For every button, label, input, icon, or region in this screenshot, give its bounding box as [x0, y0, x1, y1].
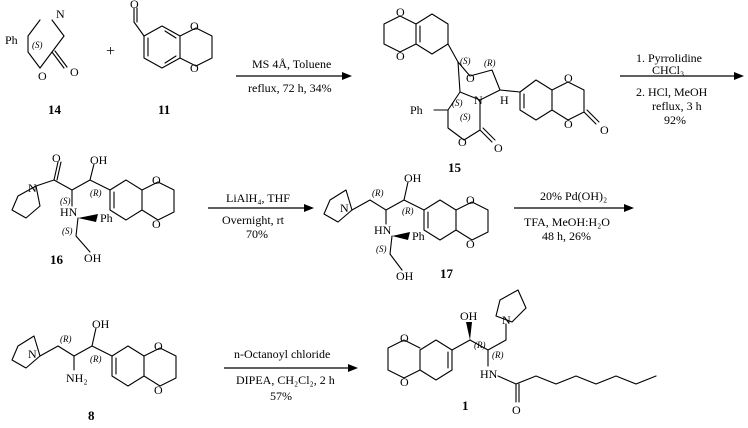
atom-HN-16: HN — [60, 205, 78, 219]
condition-step1b: reflux, 72 h, 34% — [248, 81, 332, 95]
stereo-R-8b: (R) — [90, 354, 102, 364]
stereo-S-16b: (S) — [62, 226, 73, 236]
atom-N: N — [56, 7, 65, 21]
reaction-arrow-4: 20% Pd(OH)₂ TFA, MeOH:H₂O 48 h, 26% — [514, 189, 634, 243]
atom-O-top-1: O — [396, 5, 405, 19]
atom-NH2-8: NH₂ — [66, 371, 88, 385]
condition-step5b: DIPEA, CH₂Cl₂, 2 h — [236, 373, 335, 387]
stereo-R-16: (R) — [90, 188, 102, 198]
atom-O-1-d2: O — [400, 375, 409, 389]
stereo-S-17: (S) — [376, 244, 387, 254]
stereo-S-15a: (S) — [460, 56, 471, 66]
atom-N-16: N — [28, 181, 37, 195]
condition-step5c: 57% — [270, 389, 292, 403]
atom-H-15: H — [500, 93, 509, 107]
atom-Ph: Ph — [5, 33, 18, 47]
atom-O: O — [38, 69, 47, 83]
condition-step2e: 92% — [664, 113, 686, 127]
compound-label-17: 17 — [440, 266, 454, 281]
atom-OH-16b: OH — [84, 251, 102, 265]
atom-O-oxazolidine: O — [466, 71, 475, 85]
stereo-R-1a: (R) — [474, 340, 486, 350]
compound-label-11: 11 — [158, 102, 170, 117]
atom-OH-1: OH — [460, 309, 478, 323]
atom-Ph-16: Ph — [100, 211, 113, 225]
compound-label-1: 1 — [462, 398, 469, 413]
stereo-S-15c: (S) — [460, 112, 471, 122]
atom-HN-17: HN — [374, 223, 392, 237]
compound-label-15: 15 — [448, 160, 462, 175]
atom-O-1-d1: O — [400, 331, 409, 345]
reaction-arrow-5: n-Octanoyl chloride DIPEA, CH₂Cl₂, 2 h 5… — [224, 347, 358, 403]
atom-N-15: N — [474, 93, 483, 107]
atom-Ph-17: Ph — [412, 229, 425, 243]
condition-step4c: 48 h, 26% — [542, 229, 591, 243]
atom-O-dioxane-1: O — [190, 19, 199, 33]
atom-O-right-2: O — [564, 117, 573, 131]
compound-1: O O OH N HN O (R) (R) 1 — [387, 289, 657, 417]
atom-OH-17b: OH — [396, 269, 414, 283]
atom-N-8: N — [28, 347, 37, 361]
reaction-arrow-3: LiAlH₄, THF Overnight, rt 70% — [208, 191, 314, 241]
atom-HN-1: HN — [480, 367, 498, 381]
stereo-S-16a: (S) — [60, 196, 71, 206]
compound-8: N OH NH₂ O O (R) (R) 8 — [11, 317, 177, 423]
atom-O-lactone-carbonyl: O — [494, 141, 503, 155]
compound-17: N OH HN Ph OH O O (R) (R) (S) 17 — [323, 171, 489, 283]
atom-N-1-pyrrolidine: N — [502, 313, 511, 327]
condition-step1: MS 4Å, Toluene — [252, 57, 331, 71]
condition-step4a: 20% Pd(OH)₂ — [540, 189, 607, 203]
stereo-S-15b: (S) — [452, 98, 463, 108]
atom-O-17-d1: O — [466, 193, 475, 207]
atom-O-8-d2: O — [154, 383, 163, 397]
atom-O-carbonyl: O — [70, 65, 79, 79]
condition-step3b: Overnight, rt — [222, 213, 285, 227]
reaction-arrow-2: 1. Pyrrolidine CHCl₃ 2. HCl, MeOH reflux… — [620, 51, 744, 127]
stereo-R-15: (R) — [484, 58, 496, 68]
atom-O-lactone: O — [458, 135, 467, 149]
stereo-R-17a: (R) — [372, 188, 384, 198]
atom-O-16: O — [52, 151, 61, 165]
stereo-S: (S) — [32, 40, 43, 50]
compound-14: N O O Ph (S) 14 — [5, 7, 79, 117]
condition-step2b: CHCl₃ — [652, 63, 684, 77]
condition-step3a: LiAlH₄, THF — [226, 191, 290, 205]
atom-O-16-d1: O — [152, 173, 161, 187]
atom-OH-8: OH — [92, 317, 110, 331]
compound-11: O O O 11 — [130, 0, 213, 117]
condition-step3c: 70% — [246, 227, 268, 241]
compound-16: N O OH HN Ph OH O O (S) (R) (S) 16 — [11, 151, 175, 267]
condition-step5a: n-Octanoyl chloride — [234, 347, 330, 361]
stereo-R-1b: (R) — [492, 350, 504, 360]
compound-label-14: 14 — [48, 102, 62, 117]
condition-step2c: 2. HCl, MeOH — [636, 85, 708, 99]
condition-step4b: TFA, MeOH:H₂O — [524, 215, 610, 229]
stereo-R-8a: (R) — [60, 334, 72, 344]
atom-O-aldehyde: O — [130, 0, 139, 11]
atom-O-8-d1: O — [154, 339, 163, 353]
atom-OH-16: OH — [90, 153, 108, 167]
atom-O-right-1: O — [564, 71, 573, 85]
compound-label-8: 8 — [88, 408, 95, 423]
compound-label-16: 16 — [50, 252, 64, 267]
condition-step2d: reflux, 3 h — [652, 99, 702, 113]
condition-step2a: 1. Pyrrolidine — [636, 51, 702, 65]
atom-O-dioxane-2: O — [190, 61, 199, 75]
atom-O-16-d2: O — [152, 217, 161, 231]
atom-O-amide: O — [512, 403, 521, 417]
plus-sign: + — [106, 43, 115, 60]
atom-Ph-15: Ph — [410, 103, 423, 117]
compound-15: O O O N H O O Ph O O O (S) (R) (S) (S) 1… — [383, 5, 609, 175]
reaction-arrow-1: MS 4Å, Toluene reflux, 72 h, 34% — [236, 57, 352, 95]
atom-OH-17: OH — [404, 171, 422, 185]
atom-O-right-carbonyl: O — [600, 123, 609, 137]
atom-O-17-d2: O — [466, 237, 475, 251]
atom-O-top-2: O — [396, 49, 405, 63]
atom-N-17: N — [340, 201, 349, 215]
stereo-R-17b: (R) — [402, 206, 414, 216]
